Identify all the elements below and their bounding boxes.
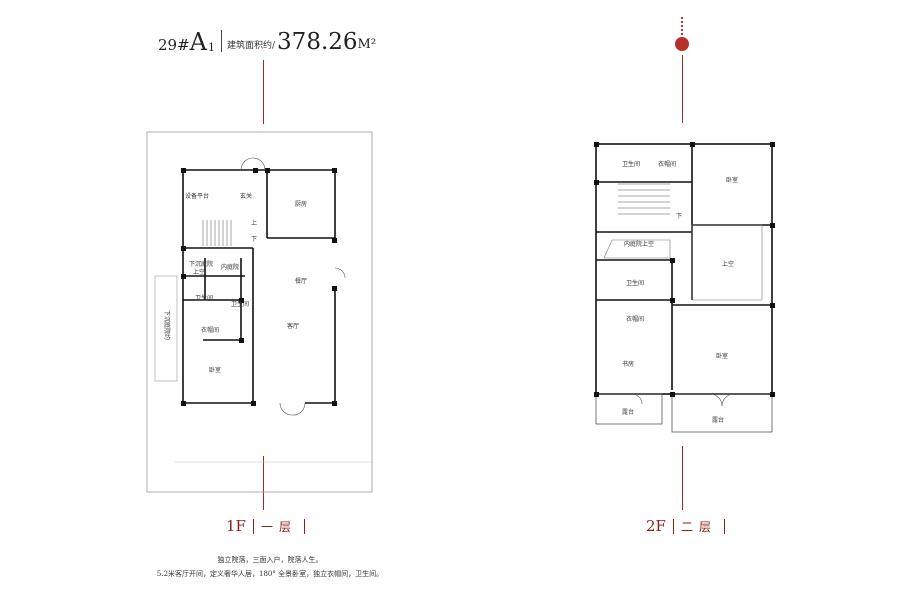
room-bedroom: 卧室 bbox=[209, 366, 221, 374]
floor-label-1f-sep bbox=[252, 518, 254, 534]
room-inner-courtyard: 内庭院 bbox=[221, 263, 239, 271]
divider-line-right-bottom bbox=[682, 446, 683, 510]
unit-code-letter: A bbox=[189, 28, 207, 56]
room-bathroom-1: 卫生间 bbox=[195, 294, 213, 302]
site-boundary bbox=[146, 131, 373, 493]
room-inner-courtyard-void: 内庭院上空 bbox=[624, 240, 654, 248]
terrace-right-outline bbox=[671, 393, 773, 433]
divider-line-left-top bbox=[263, 60, 264, 124]
floor-label-1f-cn: 一层 bbox=[260, 519, 297, 534]
floor-label-2f-cn: 二层 bbox=[680, 519, 717, 534]
description: 独立院落，三面入户，院落人生。 5.2米客厅开间，定义奢华人居，180° 全景卧… bbox=[40, 553, 500, 581]
divider-line-left-bottom bbox=[263, 456, 264, 510]
room-closet: 衣帽间 bbox=[201, 326, 219, 334]
floor-label-2f-en: 2F bbox=[646, 517, 666, 535]
void-outline bbox=[691, 224, 763, 301]
seal-stamp-icon bbox=[675, 37, 689, 51]
terrace-left-outline bbox=[595, 393, 663, 425]
stair-up: 上 bbox=[251, 219, 257, 227]
floor-label-1f: 1F 一层 bbox=[226, 517, 312, 535]
wall-east-south bbox=[305, 288, 336, 404]
floor-label-2f: 2F 二层 bbox=[646, 517, 732, 535]
unit-header: 29# A 1 建筑面积约/ 378.26 M² bbox=[158, 18, 376, 54]
unit-code-number: 29# bbox=[158, 36, 190, 54]
room-bathroom-mid: 卫生间 bbox=[626, 279, 644, 287]
room-bedroom-top: 卧室 bbox=[726, 176, 738, 184]
room-void: 上空 bbox=[722, 260, 734, 268]
divider-line-right-top bbox=[682, 55, 683, 123]
floor-label-2f-sep-end bbox=[723, 518, 725, 534]
room-terrace-left: 露台 bbox=[622, 408, 634, 416]
room-bathroom-top: 卫生间 bbox=[622, 160, 640, 168]
room-dining: 餐厅 bbox=[295, 277, 307, 285]
room-sunken-courtyard: 下沉庭院 bbox=[189, 260, 213, 268]
room-kitchen: 厨房 bbox=[295, 200, 307, 208]
area-value: 378.26 bbox=[277, 29, 358, 55]
side-garden bbox=[154, 275, 178, 382]
room-equipment-platform: 设备平台 bbox=[185, 192, 209, 200]
stair-down: 下 bbox=[251, 236, 257, 243]
room-entrance: 玄关 bbox=[240, 192, 252, 200]
room-study: 书房 bbox=[622, 360, 634, 368]
header-divider bbox=[221, 30, 222, 52]
room-bedroom-main: 卧室 bbox=[716, 352, 728, 360]
floor-label-1f-sep-end bbox=[303, 518, 305, 534]
description-line-1: 独立院落，三面入户，院落人生。 bbox=[217, 556, 323, 564]
floor-label-1f-en: 1F bbox=[226, 517, 246, 535]
floor-label-2f-sep bbox=[672, 518, 674, 534]
seal-dots bbox=[681, 17, 683, 35]
stair-down: 下 bbox=[676, 213, 682, 220]
area-unit: M² bbox=[357, 37, 377, 52]
floor-plan-2f: 卫生间 衣帽间 卧室 下 内庭院上空 上空 卫生间 衣帽间 书房 卧室 露台 露… bbox=[594, 142, 775, 433]
room-sunken-courtyard-void: 上空 bbox=[193, 268, 205, 276]
side-garden-note: 下沉庭院约 bbox=[163, 310, 171, 340]
room-closet-mid: 衣帽间 bbox=[626, 315, 644, 323]
floor-plan-1f: 设备平台 玄关 厨房 上 下 下沉庭院 上空 内庭院 餐厅 卫生间 卫生间 衣帽… bbox=[146, 131, 373, 493]
unit-code-sub: 1 bbox=[208, 41, 215, 54]
area-label: 建筑面积约/ bbox=[227, 41, 276, 51]
description-line-2: 5.2米客厅开间，定义奢华人居，180° 全景卧室，独立衣帽间，卫生间。 bbox=[156, 570, 384, 578]
room-bathroom-2: 卫生间 bbox=[231, 300, 249, 308]
room-living: 客厅 bbox=[287, 322, 299, 330]
room-terrace-right: 露台 bbox=[712, 416, 724, 424]
room-closet-top: 衣帽间 bbox=[658, 160, 676, 168]
